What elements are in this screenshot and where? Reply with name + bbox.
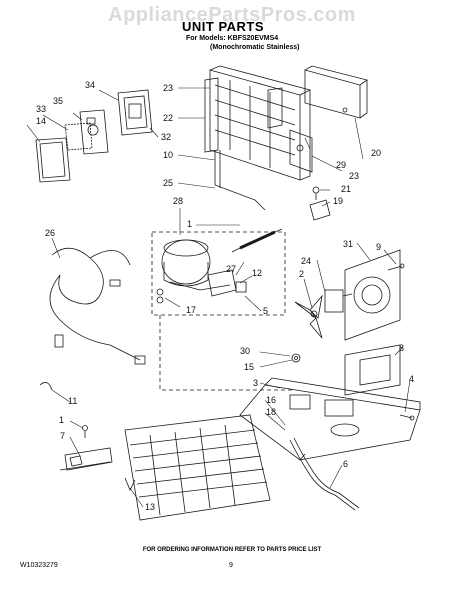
callout-11: 11 xyxy=(68,396,78,406)
defrost-heater-part xyxy=(59,447,113,471)
leader-lines xyxy=(26,87,411,508)
callout-20: 20 xyxy=(371,148,382,158)
callout-3: 3 xyxy=(253,378,259,388)
callout-15: 15 xyxy=(244,362,255,372)
screw-1-bottom-part xyxy=(82,425,88,438)
page-number: 9 xyxy=(229,562,233,569)
callout-32: 32 xyxy=(161,132,172,142)
screw-9-part xyxy=(387,263,405,271)
callout-10: 10 xyxy=(163,150,174,160)
drain-tube-part xyxy=(214,150,266,211)
callout-1: 1 xyxy=(187,219,193,229)
gasket-part xyxy=(64,122,93,151)
callout-18: 18 xyxy=(266,407,277,417)
models-line: For Models: KBFS20EVMS4 xyxy=(186,35,279,42)
fan-shroud-part xyxy=(344,249,401,341)
callout-28: 28 xyxy=(173,196,184,206)
callout-8: 8 xyxy=(399,343,405,353)
condenser-coil-part xyxy=(209,65,312,181)
watermark: AppliancePartsPros.com xyxy=(108,4,356,26)
callout-13: 13 xyxy=(145,502,156,512)
callout-33: 33 xyxy=(36,104,47,114)
callout-25: 25 xyxy=(163,178,174,188)
drier-filter-part xyxy=(231,228,283,253)
callout-19: 19 xyxy=(333,196,344,206)
callout-6: 6 xyxy=(343,459,349,469)
finish-line: (Monochromatic Stainless) xyxy=(210,44,300,51)
screw-21-part xyxy=(312,186,320,200)
evaporator-coil-part xyxy=(124,414,271,521)
page-title: UNIT PARTS xyxy=(182,19,265,34)
callout-31: 31 xyxy=(343,239,354,249)
coil-mounting-bracket-part xyxy=(204,77,283,153)
callout-16: 16 xyxy=(266,395,277,405)
document-number: W10323279 xyxy=(20,562,58,569)
cover-plate-part xyxy=(35,137,71,183)
compressor-group-outline xyxy=(151,231,295,391)
callout-35: 35 xyxy=(53,96,64,106)
compressor-part xyxy=(161,239,231,291)
washer-15-part xyxy=(291,353,301,363)
callout-17: 17 xyxy=(186,305,197,315)
drain-tube-6-part xyxy=(289,437,360,511)
callout-21: 21 xyxy=(341,184,352,194)
control-housing-part xyxy=(117,89,153,136)
clip-19-part xyxy=(309,199,331,221)
callout-30: 30 xyxy=(240,346,251,356)
base-plate-part xyxy=(239,377,421,461)
ordering-note: FOR ORDERING INFORMATION REFER TO PARTS … xyxy=(142,547,322,553)
callout-4: 4 xyxy=(409,374,415,384)
fan-blade-part xyxy=(294,294,323,339)
callout-26: 26 xyxy=(45,228,56,238)
thermostat-bracket-part xyxy=(79,109,109,155)
callout-14: 14 xyxy=(36,116,47,126)
grommet-17-part xyxy=(156,288,164,304)
callout-5: 5 xyxy=(263,306,269,316)
wiring-harness-part xyxy=(49,247,146,365)
callout-22: 22 xyxy=(163,113,174,123)
callout-27: 27 xyxy=(226,264,237,274)
screw-4-part xyxy=(399,414,415,421)
callout-23b: 23 xyxy=(349,171,360,181)
duct-baffle-part xyxy=(289,129,313,173)
callout-12: 12 xyxy=(252,268,263,278)
callout-34: 34 xyxy=(85,80,96,90)
callout-1-bottom: 1 xyxy=(59,415,65,425)
callout-24: 24 xyxy=(301,256,312,266)
relay-overload-part xyxy=(207,269,247,297)
clip-13-part xyxy=(124,477,136,491)
callout-29: 29 xyxy=(336,160,347,170)
fan-motor-part xyxy=(324,289,353,313)
callout-23a: 23 xyxy=(163,83,174,93)
mounting-bracket-8-part xyxy=(344,344,401,396)
harness-connector-11-part xyxy=(39,382,53,391)
callout-2: 2 xyxy=(299,269,305,279)
duct-cover-part xyxy=(304,65,368,119)
callout-9: 9 xyxy=(376,242,382,252)
callout-7: 7 xyxy=(60,431,66,441)
